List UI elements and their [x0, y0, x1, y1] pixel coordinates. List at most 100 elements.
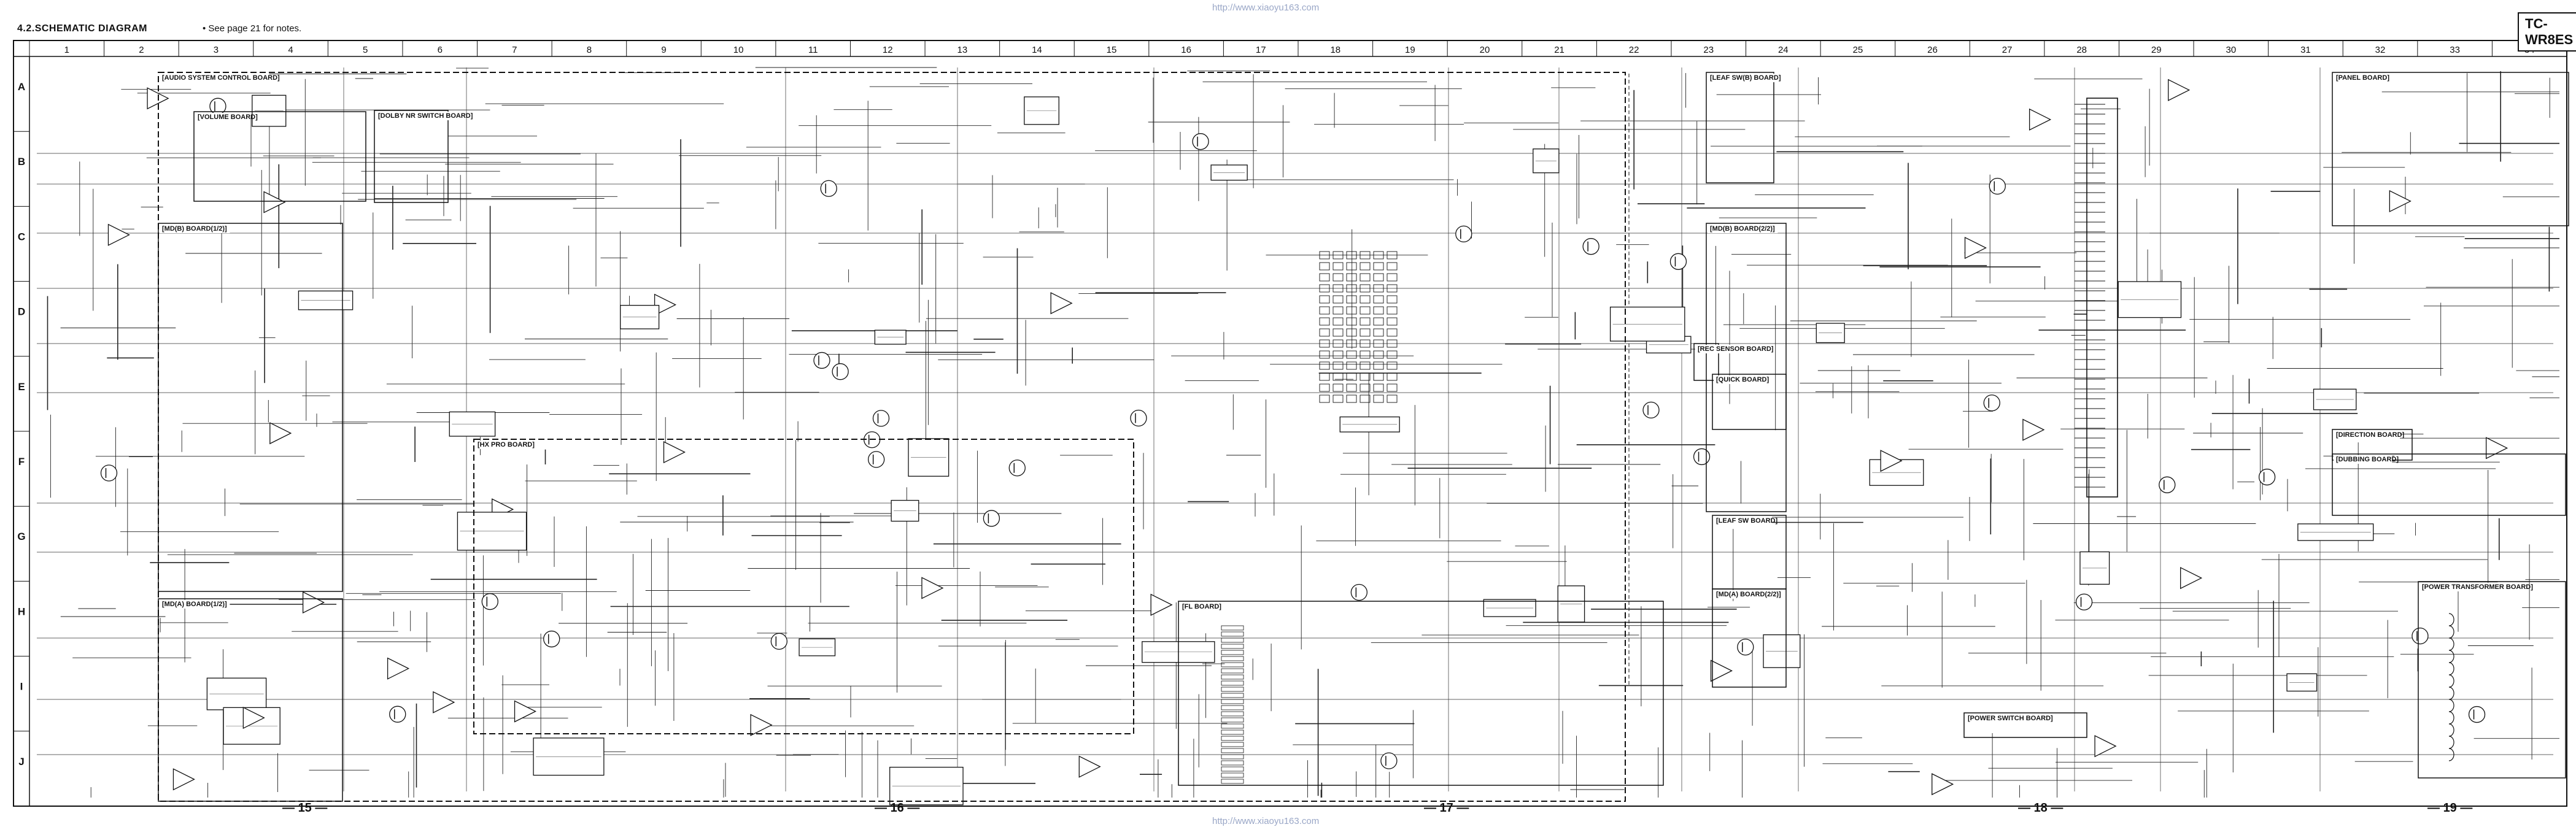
pin-header	[1221, 711, 1244, 717]
board-label-bg	[1695, 345, 1766, 353]
transformer-coil	[2448, 674, 2454, 688]
matrix-cell	[1373, 394, 1384, 403]
row-label: I	[20, 681, 23, 693]
matrix-cell	[1360, 372, 1371, 381]
board-outline	[2332, 72, 2569, 226]
matrix-cell	[1319, 372, 1330, 381]
column-label: 21	[1554, 45, 1565, 55]
matrix-cell	[1332, 328, 1344, 337]
column-label: 10	[733, 45, 744, 55]
matrix-cell	[1332, 295, 1344, 304]
op-amp-symbol	[2485, 437, 2508, 460]
matrix-cell	[1373, 306, 1384, 315]
matrix-cell	[1373, 251, 1384, 260]
board-outline	[2418, 581, 2566, 779]
matrix-cell	[1387, 361, 1398, 370]
matrix-cell	[1387, 328, 1398, 337]
matrix-cell	[1373, 295, 1384, 304]
column-label: 32	[2375, 45, 2386, 55]
column-label: 30	[2226, 45, 2237, 55]
board-label: [MD(B) BOARD(2/2)]	[1710, 225, 1775, 233]
component-blocks	[100, 79, 2508, 806]
matrix-cell	[1360, 273, 1371, 282]
transistor-symbol	[389, 706, 406, 723]
board-label-bg	[2419, 583, 2518, 591]
board-label: [LEAF SW BOARD]	[1716, 517, 1778, 525]
matrix-cell	[1346, 383, 1357, 392]
matrix-cell	[1319, 317, 1330, 326]
pin-header	[1221, 729, 1244, 735]
op-amp-symbol	[750, 714, 773, 736]
column-label: 14	[1032, 45, 1042, 55]
board-outline	[2332, 453, 2566, 516]
matrix-cell	[1346, 273, 1357, 282]
matrix-cell	[1346, 284, 1357, 293]
row-label: D	[18, 306, 25, 318]
op-amp-symbol	[921, 577, 944, 599]
transistor-symbol	[2412, 627, 2429, 645]
pin-header	[1221, 637, 1244, 643]
transistor-symbol	[813, 352, 830, 369]
pin-header	[1221, 674, 1244, 680]
transformer-coil	[2448, 687, 2454, 700]
model-number: TC-WR8ES	[2518, 12, 2576, 52]
transformer-coil	[2448, 662, 2454, 675]
column-label: 13	[957, 45, 968, 55]
pin-header	[1221, 644, 1244, 649]
pin-header	[1221, 625, 1244, 631]
pin-header	[1221, 760, 1244, 766]
board-outline	[193, 111, 366, 202]
board-outline	[374, 110, 449, 203]
op-amp-symbol	[2389, 190, 2412, 212]
transistor-symbol	[820, 180, 837, 197]
board-outline	[158, 223, 343, 592]
matrix-cell	[1373, 317, 1384, 326]
board-label-bg	[1714, 375, 1765, 384]
op-amp-symbol	[1964, 237, 1987, 260]
notes-reference: • See page 21 for notes.	[203, 23, 302, 34]
column-label: 15	[1107, 45, 1117, 55]
board-label-bg	[1708, 74, 1778, 82]
column-label: 9	[661, 45, 666, 55]
board-label-bg	[160, 225, 230, 233]
op-amp-symbol	[654, 293, 677, 316]
transistor-symbol	[1989, 177, 2006, 195]
pin-header	[1221, 668, 1244, 674]
transformer-coil	[2448, 637, 2454, 651]
matrix-cell	[1387, 372, 1398, 381]
matrix-cell	[1373, 273, 1384, 282]
board-label-bg	[376, 112, 466, 120]
matrix-cell	[1360, 339, 1371, 348]
board-label-bg	[2334, 74, 2385, 82]
matrix-cell	[1387, 295, 1398, 304]
op-amp-symbol	[107, 223, 130, 246]
matrix-cell	[1360, 284, 1371, 293]
matrix-cell	[1332, 306, 1344, 315]
row-label: J	[18, 756, 24, 767]
pin-header	[1221, 650, 1244, 655]
pin-header	[1221, 656, 1244, 661]
op-amp-symbol	[1932, 773, 1954, 796]
matrix-cell	[1373, 262, 1384, 271]
column-label: 16	[1181, 45, 1191, 55]
board-label: [POWER SWITCH BOARD]	[1968, 715, 2053, 722]
board-label-bg	[160, 74, 269, 82]
matrix-cell	[1319, 284, 1330, 293]
transformer-coil	[2448, 736, 2454, 749]
matrix-cell	[1373, 372, 1384, 381]
op-amp-symbol	[433, 691, 455, 714]
board-label: [VOLUME BOARD]	[198, 113, 258, 121]
board-label-bg	[2334, 455, 2392, 464]
op-amp-symbol	[2029, 108, 2052, 131]
transistor-symbol	[983, 510, 1000, 527]
matrix-cell	[1332, 350, 1344, 359]
board-outline	[1706, 72, 1774, 183]
op-amp-symbol	[663, 440, 686, 464]
pin-header	[1221, 736, 1244, 741]
matrix-cell	[1373, 284, 1384, 293]
column-label: 2	[139, 45, 144, 55]
matrix-cell	[1360, 383, 1371, 392]
transistor-symbol	[543, 630, 560, 648]
transformer-coil	[2448, 711, 2454, 725]
